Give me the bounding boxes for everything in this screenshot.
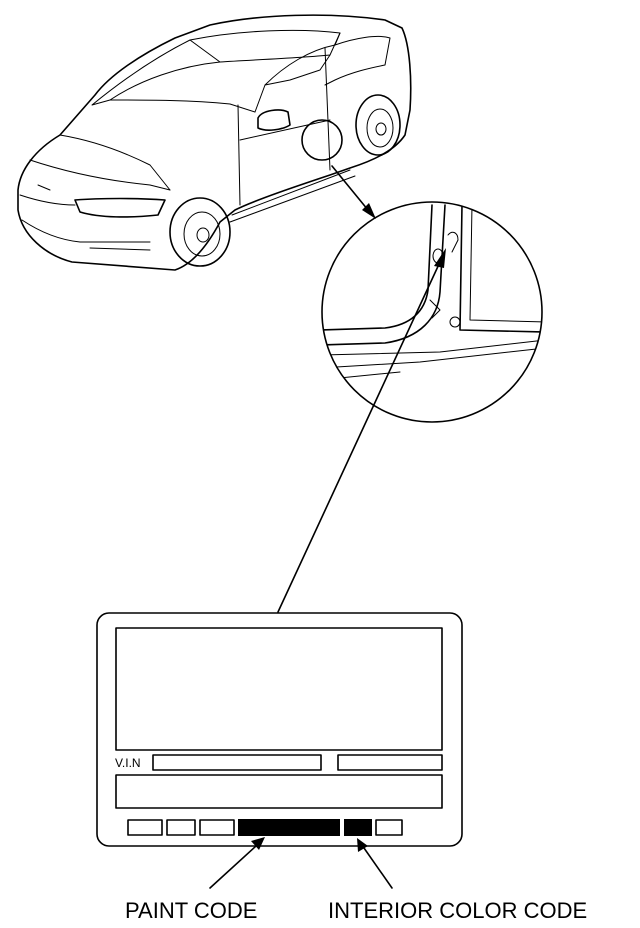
paint-code-label: PAINT CODE	[125, 898, 257, 923]
paint-code-arrow	[209, 837, 265, 889]
paint-code-box	[238, 819, 340, 836]
car-illustration	[17, 14, 412, 271]
vin-label: V.I.N	[115, 756, 141, 770]
interior-color-code-box	[344, 819, 372, 836]
pointer-arrow-car-to-zoom	[331, 165, 376, 219]
certification-label: V.I.N	[96, 612, 463, 847]
leader-line-label	[277, 261, 441, 613]
interior-color-code-label: INTERIOR COLOR CODE	[328, 898, 587, 923]
door-jamb-zoom-view	[321, 201, 543, 423]
interior-color-code-arrow	[357, 838, 393, 889]
